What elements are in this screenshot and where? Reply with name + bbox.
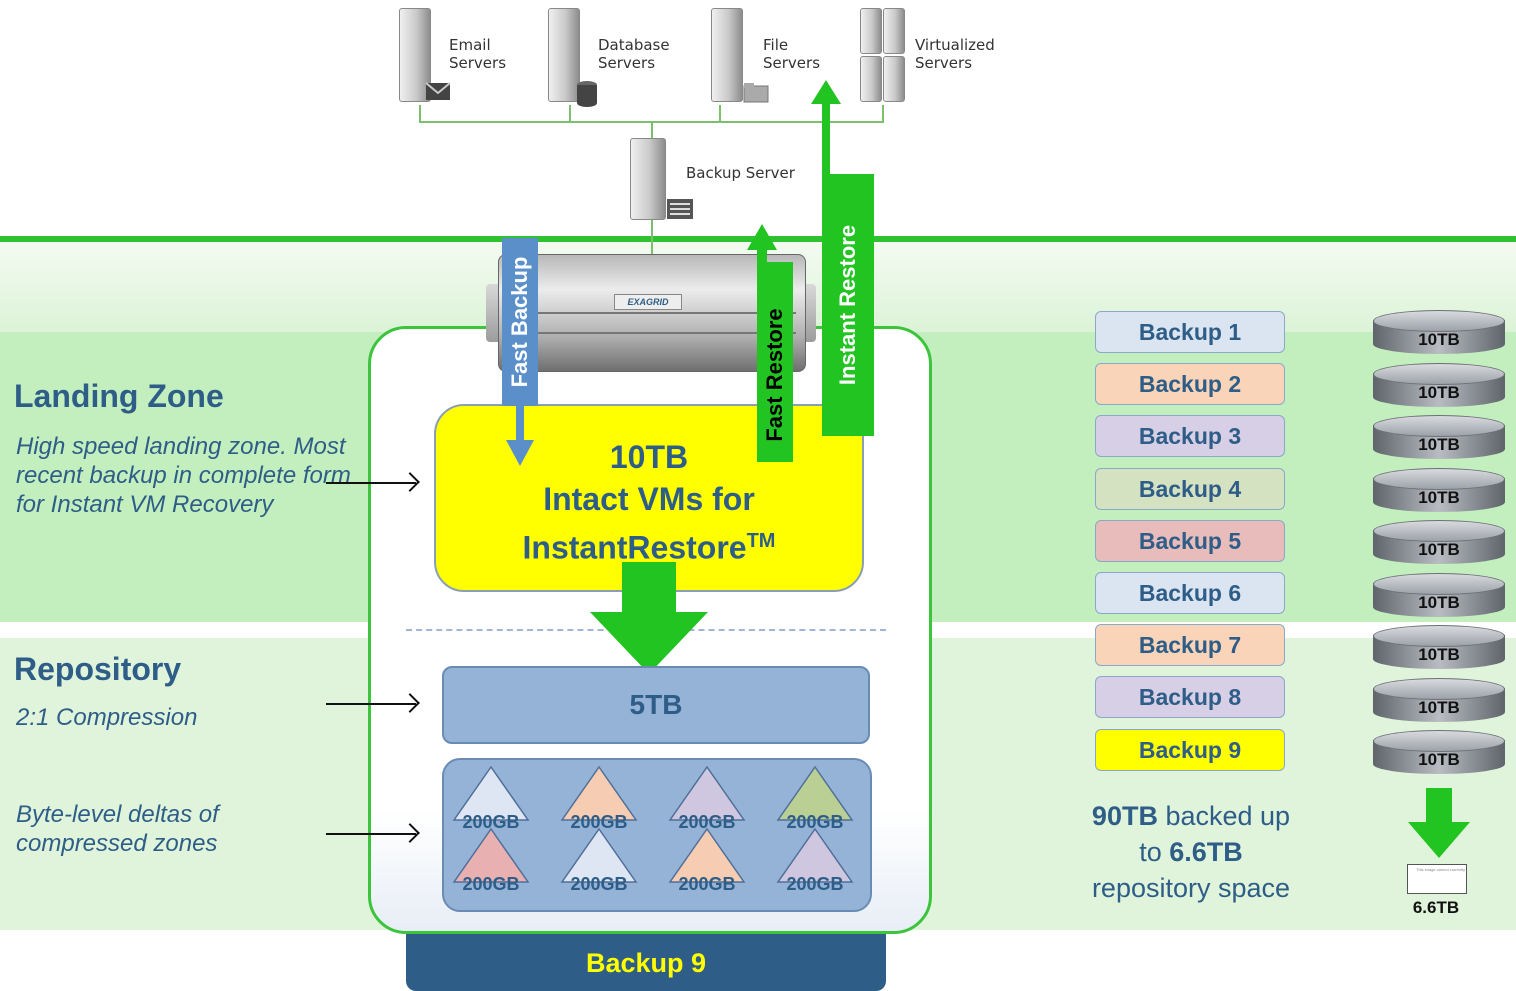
disk-label: 10TB [1418,330,1460,349]
summary-text3: repository space [1091,873,1291,903]
instant-restore-arrow [822,174,874,436]
backup-item: Backup 3 [1095,415,1285,458]
backup-item: Backup 6 [1095,572,1285,614]
disk-icon: 10TB [1373,730,1505,774]
fast-restore-arrow [757,262,793,462]
summary-text2: to [1139,837,1170,867]
fast-restore-arrowhead [747,224,777,264]
landing-zone-description: High speed landing zone. Most recent bac… [16,433,351,518]
disk-label: 10TB [1418,697,1460,717]
bottom-tab-label: Backup 9 [585,948,707,978]
fast-backup-arrow [502,238,538,406]
landing-zone-box-text: 10TB Intact VMs for InstantRestoreTM [434,436,864,569]
backup-item: Backup 8 [1095,676,1285,719]
disk-label: 10TB [1418,382,1460,402]
landing-line2-wrap: InstantRestoreTM [434,520,864,569]
compress-down-arrow [590,562,708,674]
deltas-pointer [326,833,416,835]
disk-label: 10TB [1418,540,1460,559]
backup-server-label: Backup Server [686,164,795,182]
disk-icon: 10TB [1373,625,1505,669]
disk-label: 10TB [1418,435,1460,454]
fast-backup-label: Fast Backup [507,256,532,388]
delta-label: 200GB [570,874,628,894]
summary-total: 90TB [1091,801,1158,831]
email-server-icon [399,8,451,102]
network-lines [419,105,884,260]
database-server-icon [548,8,598,107]
database-servers-label: Database Servers [598,36,670,72]
delta-label: 200GB [786,874,844,894]
landing-zone-pointer [326,482,416,484]
delta-triangle: 200GB [558,764,640,834]
delta-label: 200GB [462,812,520,832]
disk-icon: 10TB [1373,467,1505,512]
backup-item: Backup 9 [1095,728,1285,771]
summary-text1: backed up [1157,801,1291,831]
backup-item: Backup 1 [1095,311,1285,353]
repository-pointer [326,703,416,705]
instant-restore-label: Instant Restore [835,224,860,386]
disk-icon: 10TB [1373,677,1505,722]
delta-triangle: 200GB [774,826,856,896]
instant-restore-arrowhead [811,80,841,104]
disk-icon: 10TB [1373,362,1505,407]
repository-title: Repository [14,651,182,687]
fast-backup-arrowhead [506,404,534,466]
disk-icon: 10TB [1373,415,1505,459]
landing-zone-title: Landing Zone [14,378,224,414]
repository-deltas-text: Byte-level deltas of compressed zones [16,801,219,857]
virtualized-servers-label: Virtualized Servers [915,36,995,72]
result-placeholder: This image cannot currently be displayed… [1407,864,1467,894]
brand-badge: EXAGRID [614,294,682,310]
result-label: 6.6TB [1412,898,1460,917]
disk-icon: 10TB [1373,520,1505,564]
summary-size: 6.6TB [1169,837,1243,867]
file-servers-label: File Servers [763,36,821,72]
bottom-tab [406,934,886,991]
delta-label: 200GB [678,812,736,832]
instant-restore-shaft [822,104,830,176]
email-servers-label: Email Servers [449,36,507,72]
delta-label: 200GB [462,874,520,894]
backup-server-icon [630,138,694,222]
disk-label: 10TB [1418,592,1460,612]
delta-triangle: 200GB [666,764,748,834]
backup-item: Backup 2 [1095,363,1285,406]
landing-size: 10TB [609,439,689,475]
trademark: TM [746,530,776,552]
result-down-arrow [1408,788,1470,858]
delta-triangle: 200GB [558,826,640,896]
result-placeholder-note: This image cannot currently be displayed… [1416,867,1466,872]
landing-line2: InstantRestore [522,529,747,566]
deltas-box [442,758,872,912]
delta-triangle: 200GB [774,764,856,834]
file-server-icon [711,8,771,103]
delta-label: 200GB [678,874,736,894]
backup-item: Backup 5 [1095,519,1285,562]
disk-label: 10TB [1418,645,1460,664]
disk-icon: 10TB [1373,572,1505,617]
backup-item: Backup 7 [1095,624,1285,667]
virtualized-server-icon [860,8,906,102]
disk-label: 10TB [1418,750,1460,769]
backup-item: Backup 4 [1095,467,1285,510]
repository-compression: 2:1 Compression [16,704,198,731]
landing-line1: Intact VMs for [543,481,755,517]
summary-text: 90TB backed up to 6.6TB repository space [1060,798,1322,906]
delta-triangle: 200GB [450,764,532,834]
delta-label: 200GB [570,812,628,832]
disk-label: 10TB [1418,487,1460,507]
disk-icon: 10TB [1373,310,1505,354]
repository-box: 5TB [442,666,870,744]
fast-restore-label: Fast Restore [762,308,787,442]
delta-triangle: 200GB [666,826,748,896]
delta-label: 200GB [786,812,844,832]
delta-triangle: 200GB [450,826,532,896]
